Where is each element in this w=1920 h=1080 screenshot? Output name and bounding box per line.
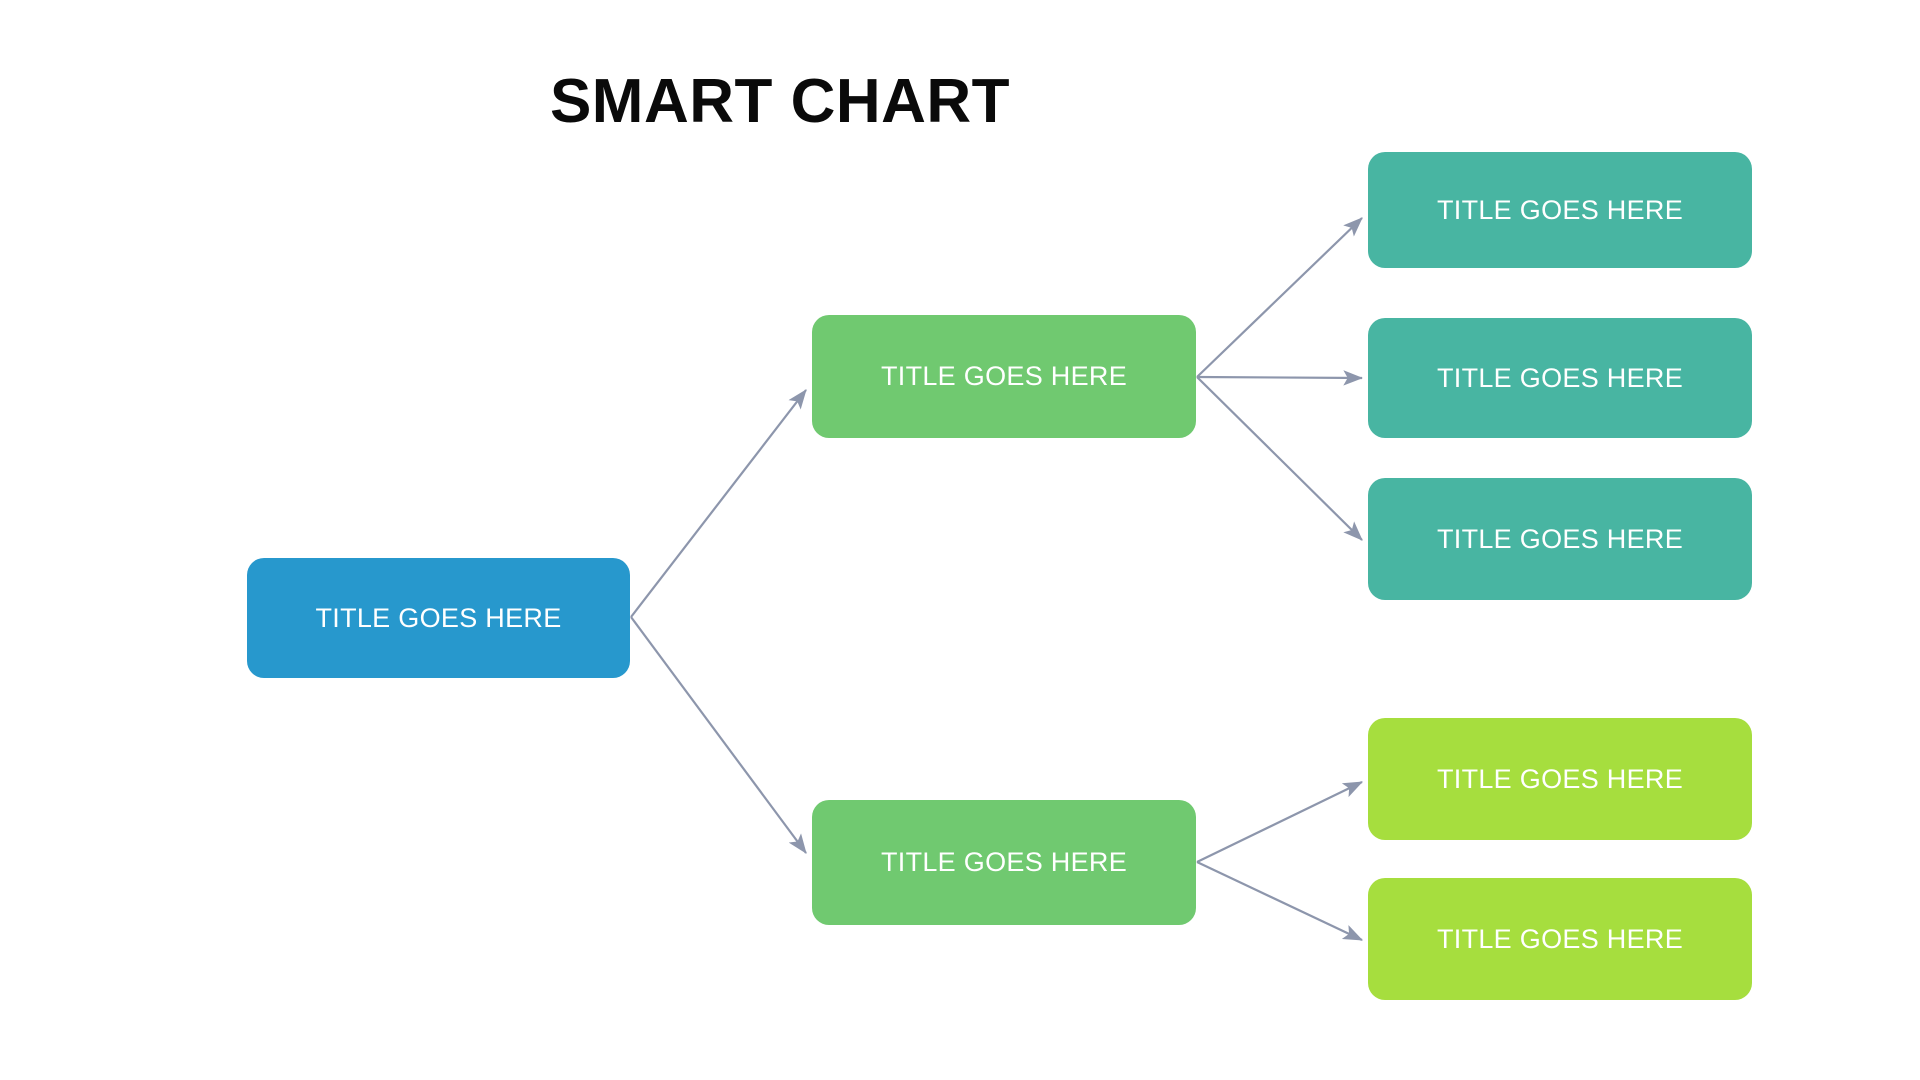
connector-root-to-branch-2 [630,616,807,854]
connector-branch-1-to-leaf-1-1 [1196,217,1363,378]
node-leaf-2-1[interactable]: TITLE GOES HERE [1368,718,1752,840]
node-leaf-1-2[interactable]: TITLE GOES HERE [1368,318,1752,438]
page-title: SMART CHART [549,67,1011,136]
connector-branch-2-to-leaf-2-2 [1196,861,1363,941]
connector-branch-1-to-leaf-1-2 [1196,370,1364,386]
connector-root-to-branch-1 [630,389,807,618]
node-root[interactable]: TITLE GOES HERE [247,558,630,678]
connector-branch-2-to-leaf-2-1 [1196,781,1363,863]
node-leaf-1-1[interactable]: TITLE GOES HERE [1368,152,1752,268]
node-branch-2[interactable]: TITLE GOES HERE [812,800,1196,925]
node-branch-1[interactable]: TITLE GOES HERE [812,315,1196,438]
node-leaf-2-2[interactable]: TITLE GOES HERE [1368,878,1752,1000]
connector-branch-1-to-leaf-1-3 [1196,376,1363,541]
node-leaf-1-3[interactable]: TITLE GOES HERE [1368,478,1752,600]
